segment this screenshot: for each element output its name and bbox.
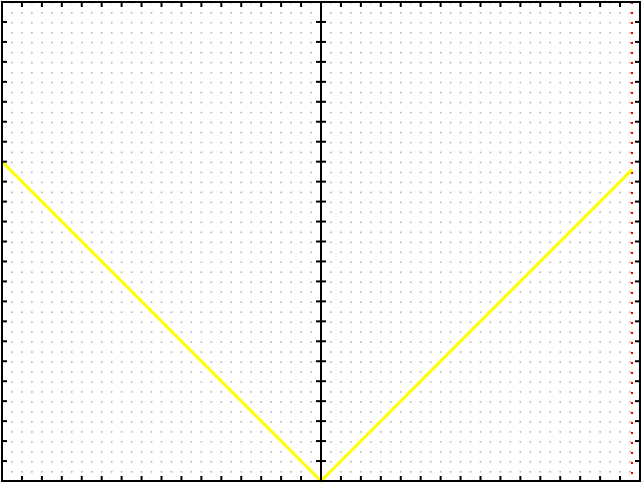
axes <box>1 1 641 482</box>
dotted-grid <box>1 2 641 481</box>
plot-area <box>0 0 643 484</box>
plot-frame <box>1 1 641 482</box>
